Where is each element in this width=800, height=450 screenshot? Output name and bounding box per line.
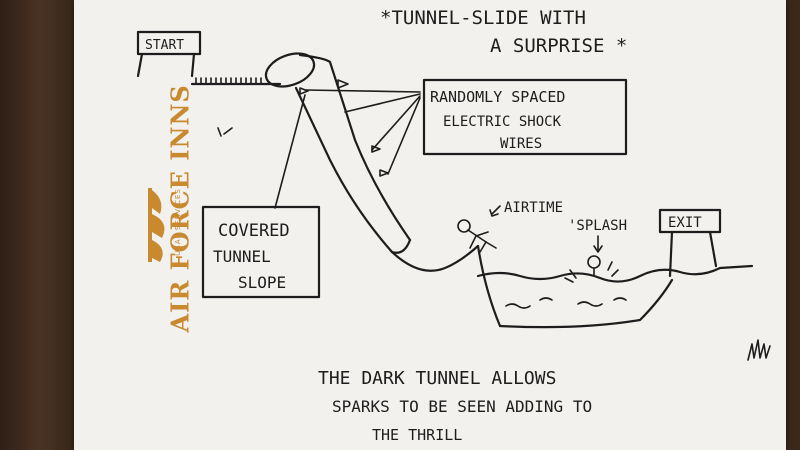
airtime-rider-icon xyxy=(457,205,501,253)
shock-wires xyxy=(299,79,421,177)
exit-label: EXIT xyxy=(668,215,702,231)
start-sign: START xyxy=(136,30,202,78)
wires-label-box: RANDOMLY SPACED ELECTRIC SHOCK WIRES xyxy=(422,78,628,156)
tunnel-pointer-line xyxy=(274,94,306,209)
tunnel-label-line-3: SLOPE xyxy=(238,273,286,292)
splash-pool xyxy=(476,244,754,329)
wires-label-line-3: WIRES xyxy=(500,136,542,152)
airtime-label: AIRTIME xyxy=(504,200,563,216)
start-platform xyxy=(190,77,282,86)
logo-wings-icon xyxy=(148,188,165,262)
signature-mark xyxy=(747,339,771,361)
wires-label-line-2: ELECTRIC SHOCK xyxy=(443,114,562,130)
tunnel-label-line-1: COVERED xyxy=(218,221,290,241)
caption-line-1: THE DARK TUNNEL ALLOWS xyxy=(318,368,556,389)
doodle-mark xyxy=(217,127,233,137)
tunnel-slide xyxy=(264,52,480,272)
tunnel-label-box: COVERED TUNNEL SLOPE xyxy=(201,205,321,299)
caption-line-3: THE THRILL xyxy=(372,426,462,444)
title-line-2: A SURPRISE * xyxy=(490,35,627,57)
splash-label: 'SPLASH xyxy=(568,218,627,234)
title-line-1: *TUNNEL-SLIDE WITH xyxy=(380,7,586,29)
start-label: START xyxy=(145,38,184,53)
exit-sign: EXIT xyxy=(658,208,722,278)
wires-label-line-1: RANDOMLY SPACED xyxy=(430,88,565,106)
caption-line-2: SPARKS TO BE SEEN ADDING TO xyxy=(332,397,592,416)
tunnel-label-line-2: TUNNEL xyxy=(213,247,271,266)
